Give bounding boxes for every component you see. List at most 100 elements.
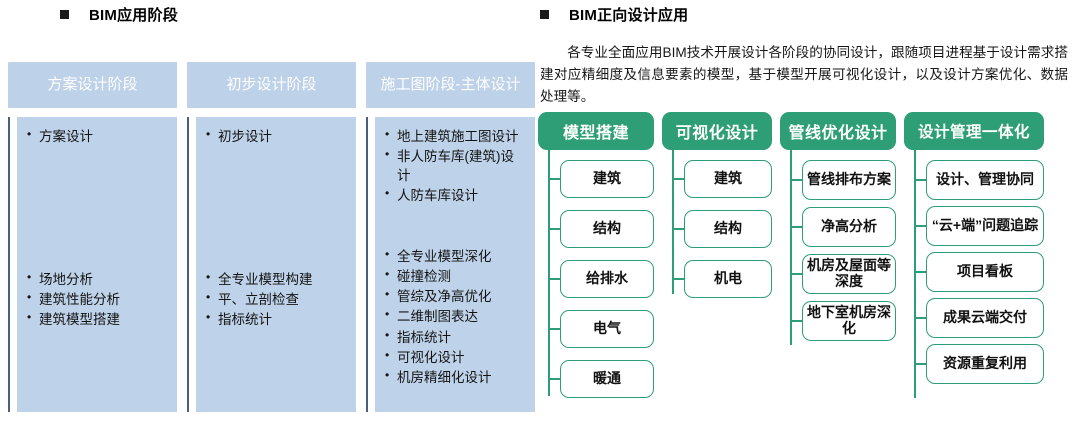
tree-node-label: 地下室机房深化 <box>807 304 891 336</box>
list-item: 全专业模型深化 <box>385 246 527 266</box>
tree-node-label: 结构 <box>593 220 621 237</box>
tree-node-label: 机房及屋面等深度 <box>807 257 891 289</box>
tree-node[interactable]: 资源重复利用 <box>914 344 1044 384</box>
list-item: 地上建筑施工图设计 <box>385 126 527 146</box>
tree-column-design-management: 设计管理一体化 设计、管理协同 “云+端”问题追踪 项目看板 成果云端交付 资源… <box>904 112 1044 444</box>
stage-columns: 方案设计阶段 方案设计 场地分析 建筑性能分析 建筑模型搭建 初步设计阶段 <box>8 62 535 412</box>
tree-node-label: 净高分析 <box>821 218 877 235</box>
tree-node[interactable]: 建筑 <box>672 160 772 198</box>
tree-column-visualization-design: 可视化设计 建筑 结构 机电 <box>662 112 772 444</box>
tree-connector-stub <box>914 179 927 181</box>
tree-node[interactable]: 暖通 <box>548 360 654 398</box>
tree-children: 建筑 结构 机电 <box>662 150 772 444</box>
tree-node-label: 电气 <box>593 320 621 337</box>
intro-paragraph: 各专业全面应用BIM技术开展设计各阶段的协同设计，跟随项目进程基于设计需求搭建对… <box>540 44 1068 104</box>
tree-trunk-line <box>790 150 792 345</box>
tree-node-label: 结构 <box>714 220 742 237</box>
bim-forward-design-panel: BIM正向设计应用 各专业全面应用BIM技术开展设计各阶段的协同设计，跟随项目进… <box>530 0 1080 447</box>
stage-body-wrap: 初步设计 全专业模型构建 平、立剖检查 指标统计 <box>187 117 356 412</box>
stage-body: 初步设计 全专业模型构建 平、立剖检查 指标统计 <box>196 117 356 412</box>
tree-node[interactable]: 建筑 <box>548 160 654 198</box>
tree-node[interactable]: 净高分析 <box>790 207 896 247</box>
tree-node[interactable]: 给排水 <box>548 260 654 298</box>
tree-connector-stub <box>672 228 685 230</box>
tree-node-label: 建筑 <box>593 170 621 187</box>
tree-node[interactable]: 机房及屋面等深度 <box>790 254 896 294</box>
right-heading-text: BIM正向设计应用 <box>569 7 689 24</box>
tree-connector-stub <box>548 378 561 380</box>
tree-node[interactable]: 结构 <box>548 210 654 248</box>
stage-lower-list: 全专业模型构建 平、立剖检查 指标统计 <box>206 269 348 402</box>
tree-connector-stub <box>672 278 685 280</box>
tree-node[interactable]: 电气 <box>548 310 654 348</box>
tree-connector-stub <box>790 320 803 322</box>
tree-children: 建筑 结构 给排水 电气 暖通 <box>538 150 654 444</box>
stage-body-wrap: 地上建筑施工图设计 非人防车库(建筑)设计 人防车库设计 全专业模型深化 碰撞检… <box>366 117 535 412</box>
tree-node[interactable]: 结构 <box>672 210 772 248</box>
tree-node-label: “云+端”问题追踪 <box>931 217 1039 234</box>
left-heading-text: BIM应用阶段 <box>89 7 178 24</box>
tree-head[interactable]: 设计管理一体化 <box>904 112 1044 150</box>
right-section-heading: BIM正向设计应用 <box>540 4 688 25</box>
tree-connector-stub <box>914 225 927 227</box>
bim-stages-panel: BIM应用阶段 方案设计阶段 方案设计 场地分析 建筑性能分析 建筑模型搭建 <box>0 0 540 447</box>
list-item: 全专业模型构建 <box>206 269 348 289</box>
tree-head[interactable]: 模型搭建 <box>538 112 654 150</box>
tree-node[interactable]: 设计、管理协同 <box>914 160 1044 200</box>
list-item: 建筑模型搭建 <box>27 309 169 329</box>
list-item: 机房精细化设计 <box>385 367 527 387</box>
tree-connector-stub <box>548 178 561 180</box>
stage-body: 地上建筑施工图设计 非人防车库(建筑)设计 人防车库设计 全专业模型深化 碰撞检… <box>375 117 535 412</box>
list-item: 初步设计 <box>206 126 348 146</box>
tree-connector-stub <box>914 317 927 319</box>
tree-node[interactable]: 项目看板 <box>914 252 1044 292</box>
stage-lower-list: 全专业模型深化 碰撞检测 管综及净高优化 二维制图表达 指标统计 可视化设计 机… <box>385 246 527 402</box>
tree-node-label: 成果云端交付 <box>943 309 1027 326</box>
tree-connector-stub <box>914 363 927 365</box>
stage-column-construction-drawing: 施工图阶段-主体设计 地上建筑施工图设计 非人防车库(建筑)设计 人防车库设计 … <box>366 62 535 412</box>
tree-node[interactable]: 管线排布方案 <box>790 160 896 200</box>
list-item: 管综及净高优化 <box>385 286 527 306</box>
list-item: 指标统计 <box>385 327 527 347</box>
stage-lower-list: 场地分析 建筑性能分析 建筑模型搭建 <box>27 269 169 402</box>
stage-upper-list: 地上建筑施工图设计 非人防车库(建筑)设计 人防车库设计 <box>385 126 527 207</box>
tree-head[interactable]: 管线优化设计 <box>780 112 896 150</box>
tree-node[interactable]: “云+端”问题追踪 <box>914 206 1044 246</box>
stage-body-wrap: 方案设计 场地分析 建筑性能分析 建筑模型搭建 <box>8 117 177 412</box>
stage-body: 方案设计 场地分析 建筑性能分析 建筑模型搭建 <box>17 117 177 412</box>
stage-upper-list: 方案设计 <box>27 126 169 147</box>
tree-head[interactable]: 可视化设计 <box>662 112 772 150</box>
tree-children: 管线排布方案 净高分析 机房及屋面等深度 地下室机房深化 <box>780 150 896 444</box>
stage-left-rule <box>187 117 189 412</box>
tree-node-label: 暖通 <box>593 370 621 387</box>
list-item: 场地分析 <box>27 269 169 289</box>
tree-connector-stub <box>790 273 803 275</box>
tree-node-label: 给排水 <box>586 270 628 287</box>
tree-connector-stub <box>914 271 927 273</box>
tree-node[interactable]: 地下室机房深化 <box>790 301 896 341</box>
stage-upper-list: 初步设计 <box>206 126 348 147</box>
list-item: 建筑性能分析 <box>27 289 169 309</box>
tree-node[interactable]: 成果云端交付 <box>914 298 1044 338</box>
tree-node[interactable]: 机电 <box>672 260 772 298</box>
tree-connector-stub <box>548 278 561 280</box>
tree-node-label: 项目看板 <box>957 263 1013 280</box>
tree-trunk-line <box>548 150 550 396</box>
tree-connector-stub <box>790 226 803 228</box>
forward-design-tree: 模型搭建 建筑 结构 给排水 电气 暖通 可视化设计 建筑 结构 机电 管线优化… <box>538 112 1080 444</box>
list-item: 人防车库设计 <box>385 185 527 205</box>
tree-trunk-line <box>672 150 674 294</box>
stage-title: 施工图阶段-主体设计 <box>366 62 535 108</box>
tree-node-label: 机电 <box>714 270 742 287</box>
list-item: 平、立剖检查 <box>206 289 348 309</box>
tree-column-model-building: 模型搭建 建筑 结构 给排水 电气 暖通 <box>538 112 654 444</box>
list-item: 指标统计 <box>206 309 348 329</box>
list-item: 方案设计 <box>27 126 169 146</box>
tree-trunk-line <box>914 150 916 398</box>
list-item: 碰撞检测 <box>385 266 527 286</box>
tree-connector-stub <box>548 228 561 230</box>
stage-left-rule <box>366 117 368 412</box>
tree-connector-stub <box>790 179 803 181</box>
tree-children: 设计、管理协同 “云+端”问题追踪 项目看板 成果云端交付 资源重复利用 <box>904 150 1044 444</box>
tree-column-pipeline-optimization: 管线优化设计 管线排布方案 净高分析 机房及屋面等深度 地下室机房深化 <box>780 112 896 444</box>
